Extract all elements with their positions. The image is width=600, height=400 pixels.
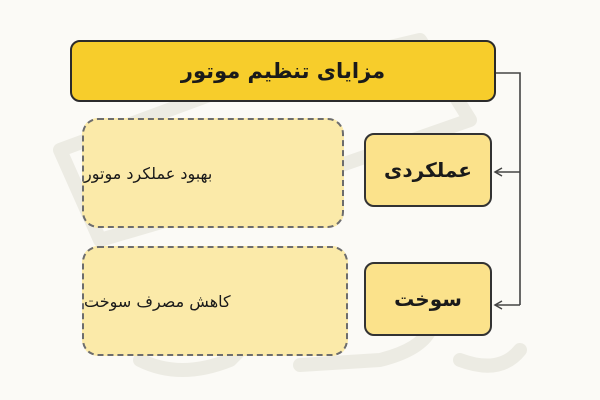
diagram-title-text: مزایای تنظیم موتور [180, 59, 386, 83]
label-fuel-text: سوخت [394, 287, 462, 311]
label-fuel: سوخت [364, 262, 492, 336]
label-performance: عملکردی [364, 133, 492, 207]
label-performance-text: عملکردی [384, 158, 472, 182]
bracket-line [496, 72, 521, 305]
description-performance: بهبود عملکرد موتور [82, 118, 344, 228]
description-fuel: کاهش مصرف سوخت [82, 246, 348, 356]
description-fuel-text: کاهش مصرف سوخت [84, 291, 231, 311]
diagram-title: مزایای تنظیم موتور [70, 40, 496, 102]
description-performance-text: بهبود عملکرد موتور [84, 163, 213, 183]
